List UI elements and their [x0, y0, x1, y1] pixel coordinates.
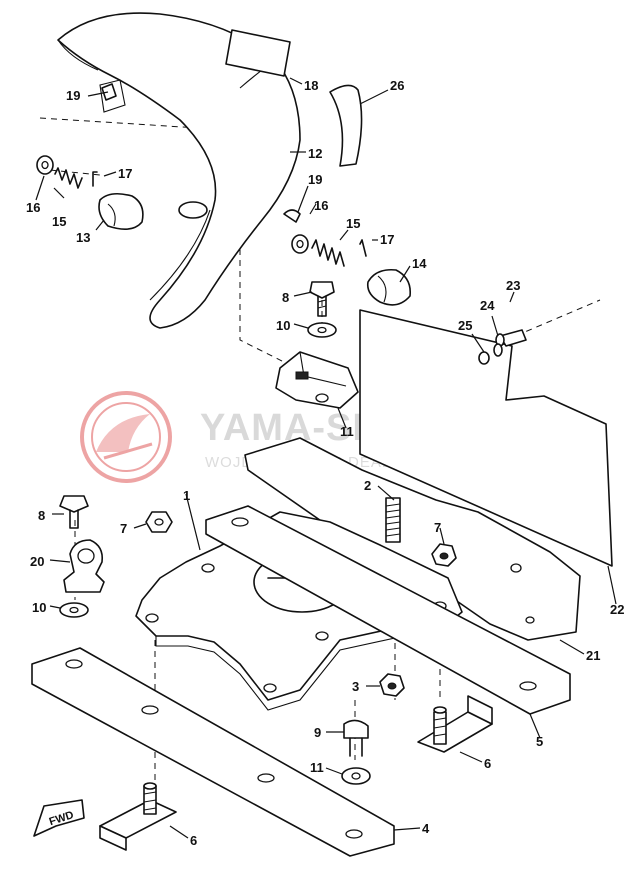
part-13-knob	[98, 192, 144, 230]
callout-17-right: 17	[380, 232, 394, 247]
callout-5: 5	[536, 734, 543, 749]
part-8-bolt-left	[59, 495, 89, 529]
part-17-pin-right	[359, 239, 367, 257]
part-9-bolt	[343, 719, 369, 739]
part-24-lockwasher	[493, 343, 503, 357]
right-knob-assembly	[283, 209, 412, 306]
callout-7-left: 7	[120, 521, 127, 536]
callout-22: 22	[610, 602, 624, 617]
callout-19-right: 19	[308, 172, 322, 187]
part-22-plate	[359, 309, 613, 567]
callout-19-left: 19	[66, 88, 80, 103]
callout-15-right: 15	[346, 216, 360, 231]
part-7-nut-left	[145, 511, 173, 533]
part-17-pin-left	[92, 171, 98, 187]
part-6-bracket-right	[417, 695, 493, 753]
part-8-bolt-head-upper	[309, 281, 335, 299]
callout-1: 1	[183, 488, 190, 503]
callout-11-lower: 11	[310, 760, 324, 775]
part-11-bracket	[275, 351, 359, 409]
callout-2: 2	[364, 478, 371, 493]
callout-18: 18	[304, 78, 318, 93]
part-15-spring-right	[311, 239, 345, 267]
part-19-clip-right	[283, 209, 301, 223]
part-4-rail	[31, 647, 395, 857]
callout-23: 23	[506, 278, 520, 293]
part-25-washer	[478, 351, 490, 365]
part-3-nut	[379, 673, 405, 697]
callout-8-upper: 8	[282, 290, 289, 305]
part-10-washer-left	[59, 602, 89, 618]
callout-25: 25	[458, 318, 472, 333]
part-5-rail	[205, 505, 571, 715]
part-19-clip-left	[101, 83, 117, 101]
callout-7-right: 7	[434, 520, 441, 535]
callout-21: 21	[586, 648, 600, 663]
bolt-9-washer-11	[341, 719, 371, 785]
callout-3: 3	[352, 679, 359, 694]
callout-4: 4	[422, 821, 430, 836]
leader-lines	[35, 77, 617, 839]
part-7-nut-right	[431, 543, 457, 567]
part-18-label-plate	[225, 29, 291, 77]
callout-10-upper: 10	[276, 318, 290, 333]
callout-9: 9	[314, 725, 321, 740]
left-knob-assembly	[36, 83, 144, 230]
callout-20: 20	[30, 554, 44, 569]
part-12-cowl	[57, 12, 301, 329]
watermark-logo	[80, 391, 172, 483]
callout-17-left: 17	[118, 166, 132, 181]
screw-group-23-24-25	[478, 329, 527, 365]
callout-26: 26	[390, 78, 404, 93]
callout-10-left: 10	[32, 600, 46, 615]
callout-13: 13	[76, 230, 90, 245]
part-14-knob	[366, 268, 412, 306]
callout-12: 12	[308, 146, 322, 161]
callout-16-right: 16	[314, 198, 328, 213]
callout-6-left: 6	[190, 833, 197, 848]
callout-14: 14	[412, 256, 427, 271]
callout-6-right: 6	[484, 756, 491, 771]
callout-8-left: 8	[38, 508, 45, 523]
fwd-arrow: FWD	[33, 799, 85, 837]
callout-labels: 1 2 3 4 5 6 6 7 7 8 8 9 10 10 11 11 12 1…	[26, 78, 624, 848]
callout-24: 24	[480, 298, 495, 313]
callout-16-left: 16	[26, 200, 40, 215]
part-20-clamp	[63, 539, 105, 593]
callout-15-left: 15	[52, 214, 66, 229]
callout-11-upper: 11	[340, 424, 354, 439]
part-15-spring-left	[54, 167, 83, 189]
part-26-trim-strip	[329, 84, 363, 167]
upper-bolt-group	[307, 281, 337, 338]
part-2-stud-bolt	[385, 497, 401, 543]
part-6-bracket-left	[99, 782, 177, 851]
